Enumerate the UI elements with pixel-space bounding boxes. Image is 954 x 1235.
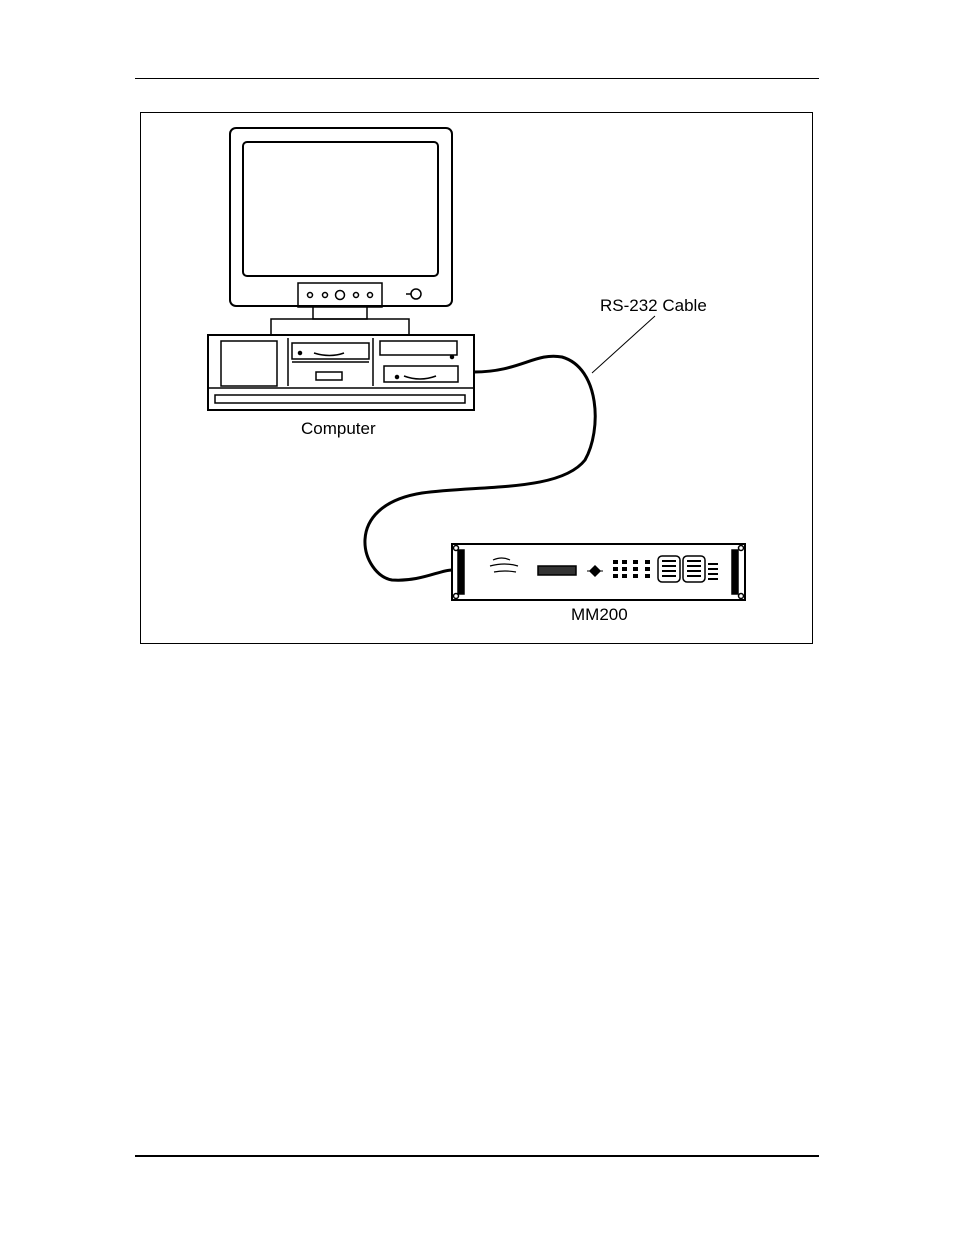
mm200-display [538, 566, 576, 575]
rs232-cable [365, 356, 595, 580]
cd-drive [380, 341, 457, 355]
rack-handle-right [732, 550, 738, 594]
monitor-button-icon [323, 293, 328, 298]
monitor-control-panel [298, 283, 382, 307]
button-group-left [658, 556, 680, 582]
monitor-bezel [230, 128, 452, 306]
monitor-neck [313, 306, 367, 319]
monitor [230, 128, 452, 335]
cable-label: RS-232 Cable [600, 296, 707, 316]
monitor-screen [243, 142, 438, 276]
button-group-right [683, 556, 705, 582]
monitor-stand [271, 319, 409, 335]
footer-rule [135, 1155, 819, 1157]
monitor-button-icon [336, 291, 345, 300]
floppy-drive [292, 343, 369, 359]
cable-leader-line [592, 316, 655, 373]
case-panel [221, 341, 277, 386]
mm200-keypad [613, 560, 650, 578]
computer-label: Computer [301, 419, 376, 439]
monitor-power-icon [411, 289, 421, 299]
mm200-unit [452, 544, 745, 600]
monitor-button-icon [368, 293, 373, 298]
mm200-indicators [708, 563, 718, 580]
mm200-logo [490, 558, 518, 572]
drive-slot [316, 372, 342, 380]
monitor-button-icon [308, 293, 313, 298]
device-label: MM200 [571, 605, 628, 625]
case-front-strip [215, 395, 465, 403]
computer-case [208, 335, 474, 410]
monitor-button-icon [354, 293, 359, 298]
rack-handle-left [458, 550, 464, 594]
